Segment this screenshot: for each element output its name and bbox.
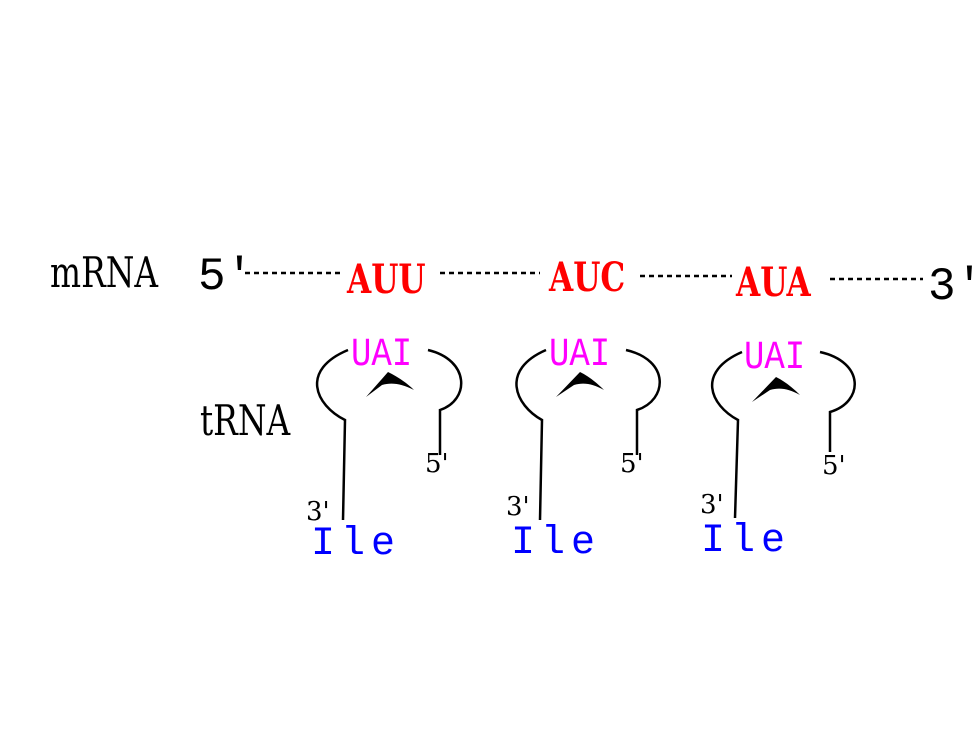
trna-2-three-prime: 3'	[506, 492, 530, 522]
trna-1-left-arm	[316, 348, 349, 521]
trna-3-three-prime: 3'	[700, 490, 724, 520]
trna-3-anticodon: UAI	[744, 336, 806, 381]
mrna-label: mRNA	[50, 248, 159, 297]
wobble-arrow-icon	[752, 377, 800, 402]
codon-1: AUU	[347, 256, 426, 303]
trna-label: tRNA	[200, 396, 291, 445]
trna-1-anticodon: UAI	[351, 333, 413, 378]
mrna-three-prime-end: 3'	[928, 261, 980, 313]
mrna-five-prime-end: 5'	[198, 251, 254, 303]
trna-1-right-arm	[427, 348, 463, 455]
trna-1-three-prime: 3'	[306, 497, 330, 527]
trna-2-right-arm	[625, 348, 661, 455]
trna-3-left-arm	[710, 350, 743, 519]
trna-3-right-arm	[819, 350, 856, 452]
trna-3-five-prime: 5'	[822, 451, 846, 481]
trna-1-five-prime: 5'	[425, 449, 449, 479]
trna-2-amino-acid: Ile	[511, 521, 602, 566]
trna-2-left-arm	[515, 348, 547, 521]
trna-1-amino-acid: Ile	[311, 522, 402, 567]
trna-3-amino-acid: Ile	[701, 519, 792, 564]
wobble-arrow-icon	[556, 372, 604, 397]
trna-2-anticodon: UAI	[549, 333, 611, 378]
wobble-arrow-icon	[366, 372, 414, 397]
trna-2-five-prime: 5'	[620, 449, 644, 479]
codon-3: AUA	[736, 259, 811, 306]
codon-2: AUC	[549, 254, 626, 301]
